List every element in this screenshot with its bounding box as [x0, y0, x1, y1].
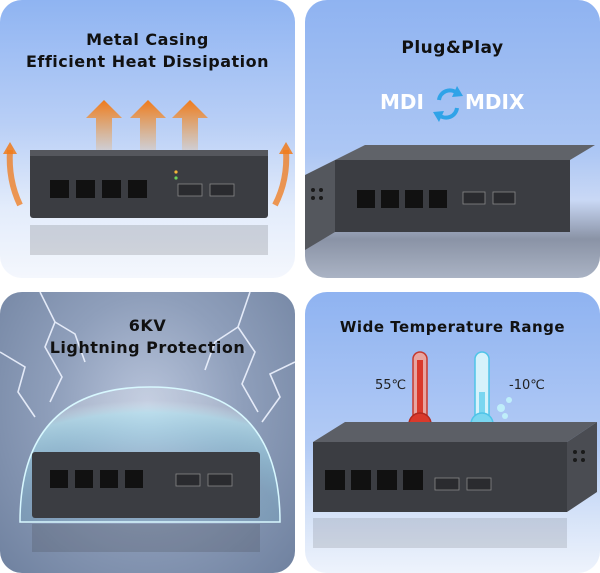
panel3-title-line1: 6KV — [128, 316, 167, 335]
cold-temperature-label: -10℃ — [509, 378, 545, 393]
panel-plug-and-play: Plug&Play MDI MDIX — [305, 0, 600, 278]
switch-device-icon — [305, 145, 595, 250]
panel2-title: Plug&Play — [401, 38, 504, 58]
mdix-label: MDIX — [465, 90, 525, 114]
sync-arrows-icon — [433, 86, 463, 122]
protection-shield-icon — [19, 386, 281, 552]
panel4-title: Wide Temperature Range — [339, 318, 566, 336]
panel1-title-line1: Metal Casing — [86, 30, 209, 49]
lightning-bolts-icon — [0, 292, 295, 423]
panel-metal-casing: Metal Casing Efficient Heat Dissipation — [0, 0, 295, 278]
panel1-title-line2: Efficient Heat Dissipation — [25, 52, 270, 71]
panel-lightning-protection: 6KV Lightning Protection — [0, 292, 295, 573]
panel-wide-temperature: Wide Temperature Range 55℃ -10℃ — [305, 292, 600, 573]
switch-device-icon — [30, 150, 268, 255]
switch-device-icon — [313, 422, 597, 548]
mdi-label: MDI — [380, 90, 424, 114]
panel3-title-line2: Lightning Protection — [49, 338, 246, 357]
hot-temperature-label: 55℃ — [375, 378, 407, 393]
